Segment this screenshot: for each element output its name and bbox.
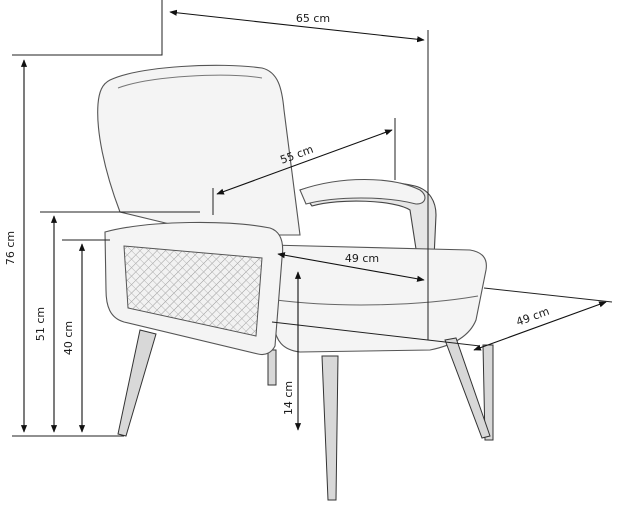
dimension-labels: 65 cm 55 cm 49 cm 49 cm 76 cm 51 cm 40 c… [4,12,551,415]
left-armrest-cane-panel [123,245,263,337]
seat-depth-label: 49 cm [345,252,379,265]
armrest-height-label: 51 cm [34,307,47,341]
guide-lines [12,0,613,437]
leg-height-label: 14 cm [282,381,295,415]
seat-width-arrow [216,129,393,195]
front-left-leg [117,329,157,437]
backrest [97,64,301,236]
overall-height-label: 76 cm [4,231,17,265]
backrest-seam [117,74,263,89]
front-right-inner-leg [444,337,491,439]
overall-depth-arrow [473,301,607,351]
overall-width-arrow [169,9,425,43]
front-right-leg [321,355,339,501]
seat-depth-arrow [277,252,425,282]
dimension-arrows [20,9,607,433]
overall-depth-label: 49 cm [514,305,551,329]
overall-width-label: 65 cm [296,12,330,25]
back-left-leg [267,349,277,386]
seat-height-label: 40 cm [62,321,75,355]
armchair-illustration [97,64,494,501]
